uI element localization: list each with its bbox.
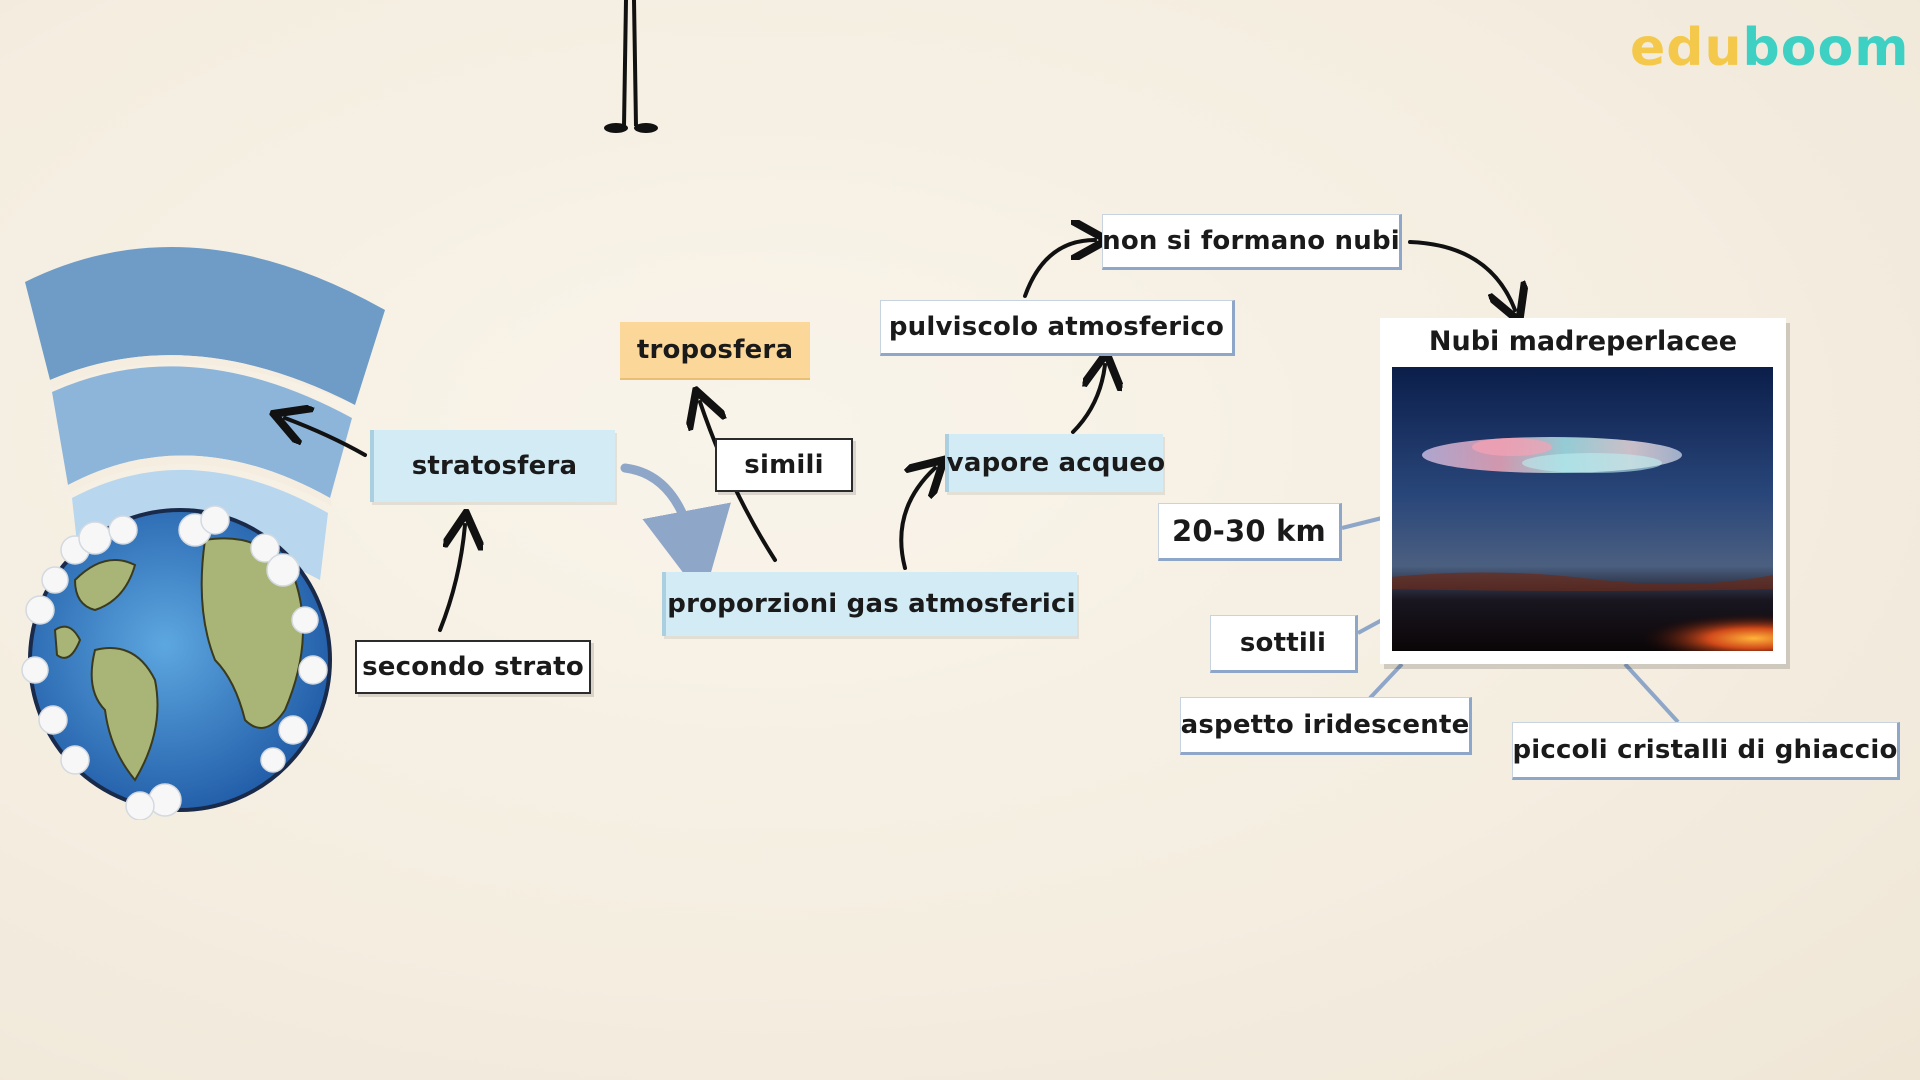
nacreous-clouds-photo: [1392, 367, 1773, 651]
aspetto-iridescente-label: aspetto iridescente: [1180, 697, 1472, 755]
piccoli-cristalli-label: piccoli cristalli di ghiaccio: [1512, 722, 1900, 780]
line-cristalli: [1623, 662, 1680, 724]
arrow-stratosfera-to-layers: [285, 418, 367, 457]
photo-title: Nubi madreperlacee: [1428, 326, 1738, 357]
vapore-acqueo-label: vapore acqueo: [945, 434, 1165, 492]
arrow-pulviscolo-to-nonnubi: [1023, 240, 1095, 298]
km-label: 20-30 km: [1158, 503, 1342, 561]
pulviscolo-label: pulviscolo atmosferico: [880, 300, 1235, 356]
line-km: [1341, 516, 1383, 530]
proporzioni-label: proporzioni gas atmosferici: [662, 572, 1077, 636]
line-sottili: [1357, 618, 1383, 635]
stick-figure-legs-icon: [604, 0, 658, 133]
stratosfera-label: stratosfera: [370, 430, 615, 502]
logo-part-edu: edu: [1630, 18, 1743, 78]
non-si-formano-nubi-label: non si formano nubi: [1102, 214, 1402, 270]
sottili-label: sottili: [1210, 615, 1358, 673]
eduboom-logo: eduboom: [1630, 18, 1909, 78]
arrow-proporzioni-to-vapore: [899, 468, 935, 570]
line-iridescente: [1368, 662, 1404, 700]
earth-globe-icon: [21, 505, 332, 820]
arrow-nonnubi-to-photo: [1408, 240, 1515, 310]
simili-label: simili: [715, 438, 853, 492]
photo-card: Nubi madreperlacee: [1380, 318, 1786, 664]
secondo-strato-label: secondo strato: [355, 640, 591, 694]
arrow-vapore-to-pulviscolo: [1071, 365, 1105, 434]
logo-part-boom: boom: [1742, 18, 1910, 78]
arrow-secondo-to-stratosfera: [438, 525, 465, 632]
troposfera-label: troposfera: [620, 322, 810, 380]
arrow-stratosfera-to-proporzioni: [620, 463, 731, 600]
